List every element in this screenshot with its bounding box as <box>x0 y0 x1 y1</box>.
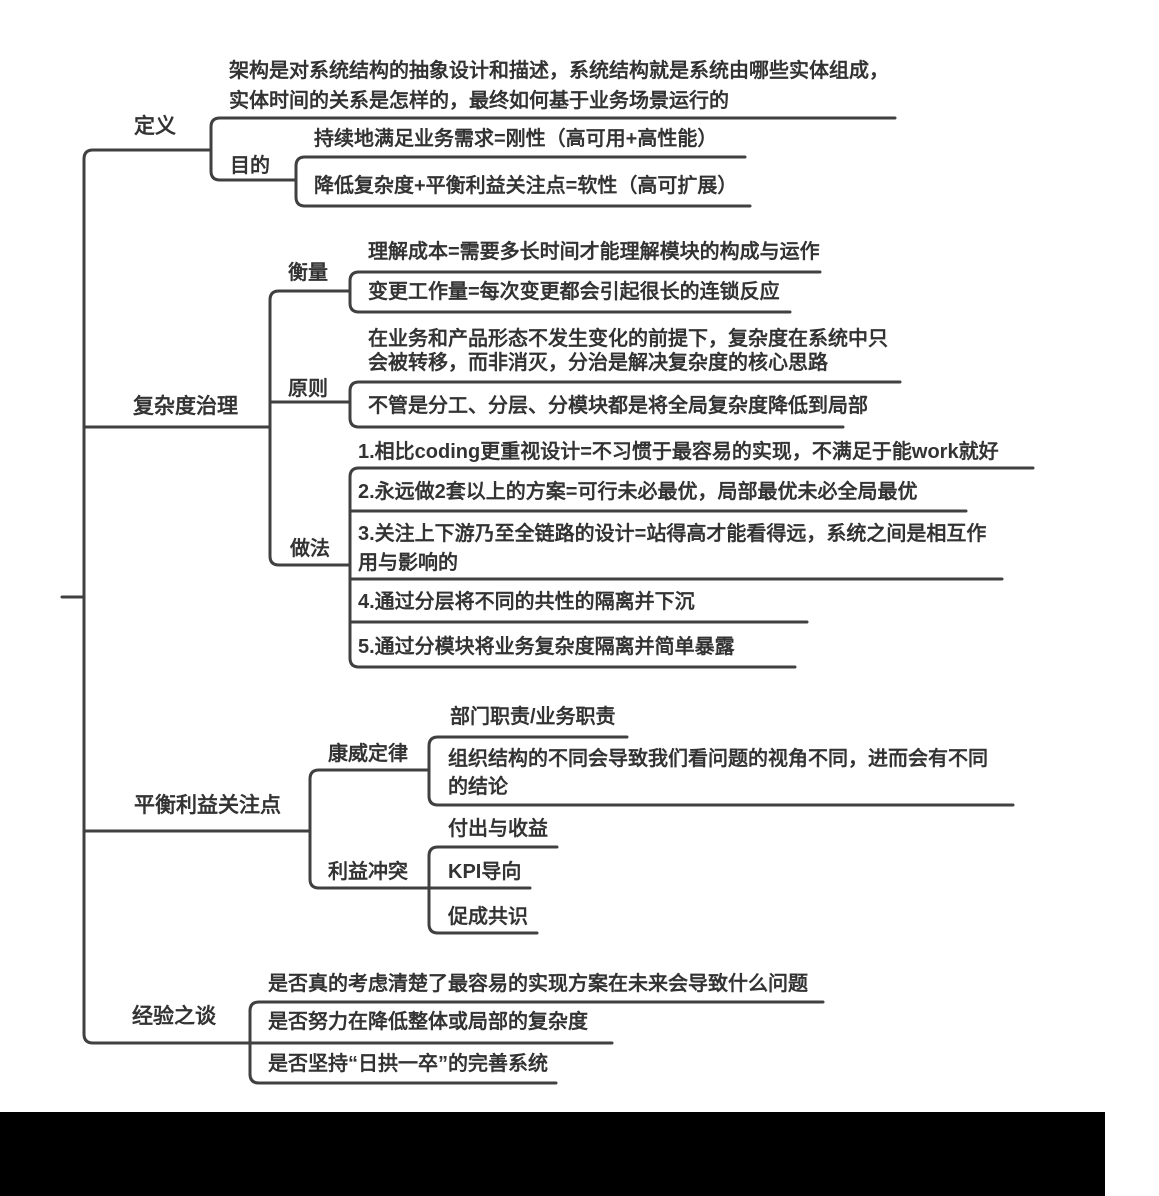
node-experience-3[interactable]: 是否坚持“日拱一卒”的完善系统 <box>268 1053 548 1075</box>
node-balance-interests[interactable]: 平衡利益关注点 <box>134 794 281 817</box>
node-experience-2[interactable]: 是否努力在降低整体或局部的复杂度 <box>268 1011 588 1033</box>
node-conway-law[interactable]: 康威定律 <box>328 743 408 765</box>
connector-purpose-children <box>294 155 752 208</box>
node-measure-cost[interactable]: 理解成本=需要多长时间才能理解模块的构成与运作 <box>368 241 820 263</box>
connector-conway-children <box>427 735 1015 807</box>
node-interest-conflict[interactable]: 利益冲突 <box>328 861 408 883</box>
connector-definition-children <box>209 116 897 182</box>
node-practice[interactable]: 做法 <box>290 538 330 560</box>
connector-governance-trunk <box>268 289 352 567</box>
node-principle-transfer[interactable]: 在业务和产品形态不发生变化的前提下，复杂度在系统中只 会被转移，而非消灭，分治是… <box>368 328 888 374</box>
connector-practice-children <box>348 466 1035 669</box>
node-complexity-governance[interactable]: 复杂度治理 <box>133 395 238 418</box>
bottom-black-bar <box>0 1112 1105 1196</box>
node-purpose[interactable]: 目的 <box>230 155 270 177</box>
node-conway-duty[interactable]: 部门职责/业务职责 <box>450 706 616 728</box>
node-measure[interactable]: 衡量 <box>288 262 328 284</box>
node-conflict-consensus[interactable]: 促成共识 <box>448 906 528 928</box>
connector-measure-children <box>348 270 822 314</box>
node-purpose-soft[interactable]: 降低复杂度+平衡利益关注点=软性（高可扩展） <box>314 175 738 197</box>
node-definition[interactable]: 定义 <box>134 115 176 138</box>
node-definition-description[interactable]: 架构是对系统结构的抽象设计和描述，系统结构就是系统由哪些实体组成， 实体时间的关… <box>229 60 889 112</box>
node-purpose-rigid[interactable]: 持续地满足业务需求=刚性（高可用+高性能） <box>314 128 718 150</box>
node-experience[interactable]: 经验之谈 <box>132 1005 216 1028</box>
node-practice-4[interactable]: 4.通过分层将不同的共性的隔离并下沉 <box>358 591 695 613</box>
node-experience-1[interactable]: 是否真的考虑清楚了最容易的实现方案在未来会导致什么问题 <box>268 973 808 995</box>
connector-balance-trunk <box>308 768 431 890</box>
node-conflict-pay[interactable]: 付出与收益 <box>448 818 548 840</box>
node-conflict-kpi[interactable]: KPI导向 <box>448 861 522 883</box>
node-practice-5[interactable]: 5.通过分模块将业务复杂度隔离并简单暴露 <box>358 636 735 658</box>
connector-spine <box>82 148 252 1045</box>
node-principle-division[interactable]: 不管是分工、分层、分模块都是将全局复杂度降低到局部 <box>368 395 868 417</box>
connector-conflict-children <box>427 845 559 935</box>
node-principle[interactable]: 原则 <box>288 378 328 400</box>
connector-principle-children <box>348 380 902 429</box>
node-conway-org[interactable]: 组织结构的不同会导致我们看问题的视角不同，进而会有不同 的结论 <box>448 748 988 798</box>
node-practice-1[interactable]: 1.相比coding更重视设计=不习惯于最容易的实现，不满足于能work就好 <box>358 441 999 463</box>
node-practice-3[interactable]: 3.关注上下游乃至全链路的设计=站得高才能看得远，系统之间是相互作 用与影响的 <box>358 523 987 574</box>
node-practice-2[interactable]: 2.永远做2套以上的方案=可行未必最优，局部最优未必全局最优 <box>358 481 918 503</box>
node-measure-change[interactable]: 变更工作量=每次变更都会引起很长的连锁反应 <box>368 281 780 303</box>
